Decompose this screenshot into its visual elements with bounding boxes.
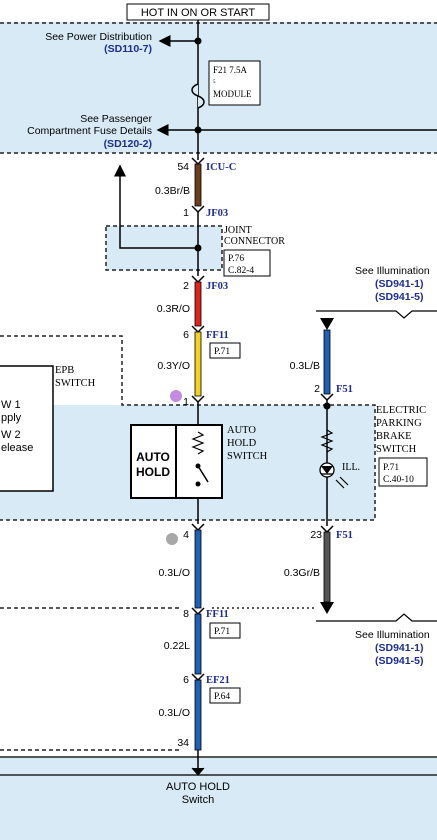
marker-gray — [166, 533, 178, 545]
joint-connector-box — [105, 225, 223, 271]
passenger-fuse-line1: See Passenger — [80, 113, 152, 125]
epb-module-line4: SWITCH — [376, 444, 417, 455]
wire3-label: 0.3Y/O — [157, 360, 190, 372]
ef21-connector: EF21 — [206, 675, 230, 686]
ef21-ref-box — [209, 687, 241, 704]
ef21-ref: P.64 — [214, 692, 230, 702]
wire-blue-bottom — [194, 679, 202, 751]
epb-sw2-b: elease — [1, 442, 33, 454]
epb-sw2-a: W 2 — [1, 429, 21, 441]
auto-hold-badge-line2: HOLD — [136, 465, 170, 479]
right-wire1-label: 0.3L/B — [290, 360, 320, 372]
footer-zone — [0, 775, 437, 840]
wire-blue-right — [323, 329, 331, 395]
illum-bottom-code1: (SD941-1) — [375, 642, 423, 654]
jf03-in-pin: 1 — [183, 207, 189, 219]
epb-module-line3: BRAKE — [376, 431, 412, 442]
f51-bottom-pin: 23 — [310, 529, 322, 541]
ef21-pin: 6 — [183, 674, 189, 686]
resistor-icon — [191, 431, 205, 455]
switch-contact-icon — [197, 465, 209, 483]
marker-purple — [170, 390, 182, 402]
fuse-name: F21 7.5A — [213, 65, 248, 75]
fuse-label: MODULE — [213, 89, 252, 99]
epb-switch-zone-border — [0, 335, 376, 521]
illum-top-code1: (SD941-1) — [375, 278, 423, 290]
epb-module-ref2: C.40-10 — [383, 475, 414, 485]
ill-label: ILL. — [342, 462, 360, 473]
footer-line2: Switch — [182, 794, 214, 806]
wire-gray — [323, 531, 331, 603]
wire-blue-mid — [194, 613, 202, 675]
illum-top-arrow-icon — [320, 318, 334, 330]
epb-module-line2: PARKING — [376, 418, 422, 429]
auto-hold-badge-line1: AUTO — [136, 450, 170, 464]
icu-pin: 54 — [177, 161, 189, 173]
illum-bottom-code2: (SD941-5) — [375, 655, 423, 667]
ff11-bottom-ref: P.71 — [214, 627, 230, 637]
ff11-top-ref: P.71 — [214, 347, 230, 357]
fuse-icon — [191, 83, 205, 109]
wire-blue-lower — [194, 529, 202, 609]
bottom-zone — [0, 757, 437, 775]
illum-bottom-line1: See Illumination — [355, 629, 430, 641]
power-dist-label: See Power Distribution — [45, 31, 152, 43]
epb-module-ref-box — [378, 457, 428, 487]
fuse-box — [208, 60, 261, 106]
f51-bottom-connector: F51 — [336, 530, 353, 541]
epb-switch-line2: SWITCH — [55, 378, 96, 389]
epb-switch-line1: EPB — [55, 365, 74, 376]
ff11-top-connector: FF11 — [206, 330, 229, 341]
epb-module-line1: ELECTRIC — [376, 405, 426, 416]
power-dist-code: (SD110-7) — [104, 43, 152, 55]
wire-brown — [194, 163, 202, 207]
ff11-top-pin: 6 — [183, 329, 189, 341]
right-wire2-label: 0.3Gr/B — [284, 567, 320, 579]
joint-ref1: P.76 — [228, 254, 244, 264]
jf03-in-connector: JF03 — [206, 208, 228, 219]
auto-hold-line2: HOLD — [227, 438, 257, 449]
f51-top-connector: F51 — [336, 384, 353, 395]
icu-connector: ICU-C — [206, 162, 236, 173]
passenger-fuse-line2: Compartment Fuse Details — [27, 125, 152, 137]
ff11-bottom-ref-box — [209, 622, 241, 639]
passenger-fuse-code: (SD120-2) — [104, 138, 152, 150]
jf03-out-connector: JF03 — [206, 281, 228, 292]
epb-sw1-a: W 1 — [1, 399, 21, 411]
header-title: HOT IN ON OR START — [141, 7, 256, 19]
epb-module-ref1: P.71 — [383, 463, 399, 473]
footer-line1: AUTO HOLD — [166, 781, 230, 793]
auto-hold-line1: AUTO — [227, 425, 256, 436]
ff11-top-ref-box — [209, 342, 241, 359]
wire2-label: 0.3R/O — [157, 303, 190, 315]
pin-34: 34 — [177, 737, 189, 749]
joint-line1: JOINT — [224, 225, 252, 236]
illum-bottom-arrow-icon — [320, 602, 334, 614]
joint-ref-box — [223, 249, 271, 277]
f51-top-pin: 2 — [314, 383, 320, 395]
illum-top-code2: (SD941-5) — [375, 291, 423, 303]
wire1-label: 0.3Br/B — [155, 185, 190, 197]
ff11-bottom-connector: FF11 — [206, 609, 229, 620]
wire-yellow — [194, 331, 202, 397]
light-rays-icon — [335, 476, 349, 489]
epb-switch-box — [0, 365, 54, 492]
wire6-label: 0.3L/O — [158, 707, 190, 719]
epb-sw1-b: pply — [1, 412, 22, 424]
pin-4: 4 — [183, 529, 189, 541]
wire-red — [194, 281, 202, 327]
ff11-bottom-pin: 8 — [183, 608, 189, 620]
auto-hold-line3: SWITCH — [227, 451, 268, 462]
fuse-small: 5 — [213, 80, 216, 85]
joint-line2: CONNECTOR — [224, 236, 285, 247]
wire4-label: 0.3L/O — [158, 567, 190, 579]
right-resistor-icon — [320, 429, 334, 453]
wire5-label: 0.22L — [164, 640, 190, 652]
joint-ref2: C.82-4 — [228, 266, 254, 276]
pin-1: 1 — [183, 396, 189, 408]
illum-top-line1: See Illumination — [355, 265, 430, 277]
jf03-out-pin: 2 — [183, 280, 189, 292]
